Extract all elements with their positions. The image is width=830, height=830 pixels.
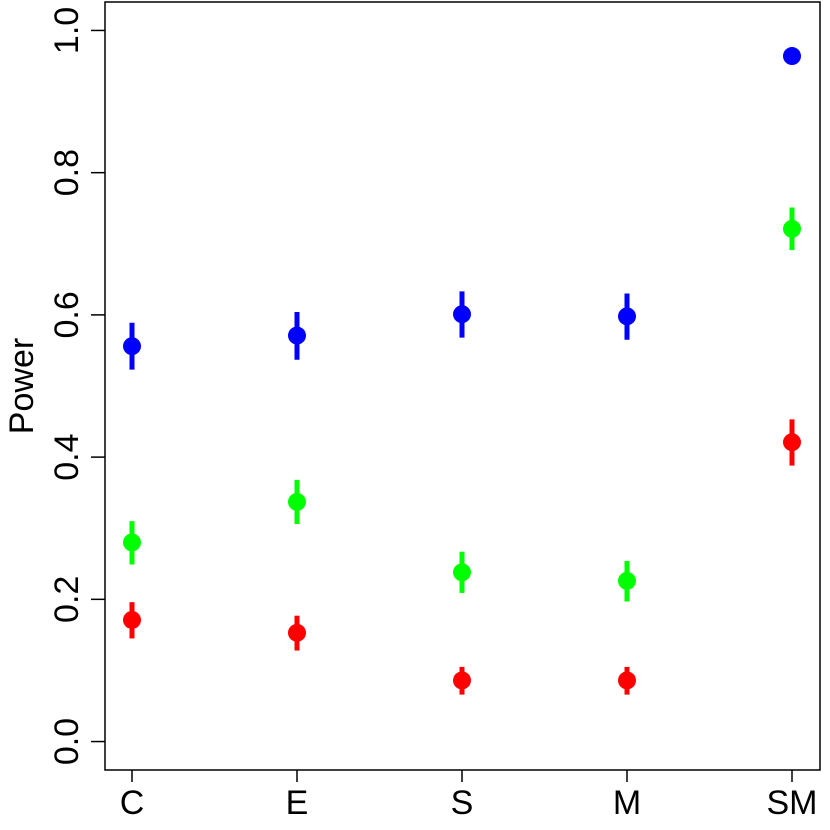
x-tick-label: S — [451, 784, 474, 822]
y-axis: 0.0 0.2 0.4 0.6 0.8 1.0 — [48, 7, 105, 765]
y-tick-label: 0.4 — [48, 433, 86, 480]
plot-frame — [104, 1, 821, 771]
y-axis-label: Power — [3, 338, 41, 434]
data-point — [288, 492, 306, 511]
series-2 — [123, 419, 801, 695]
data-point — [783, 47, 801, 66]
x-tick-label: E — [286, 784, 309, 822]
y-tick-label: 1.0 — [48, 7, 86, 54]
data-point — [288, 326, 306, 345]
x-tick-label: SM — [767, 784, 818, 822]
series-0 — [123, 47, 801, 370]
series-1 — [123, 207, 801, 602]
data-point — [453, 671, 471, 690]
data-point — [783, 219, 801, 238]
y-tick-label: 0.0 — [48, 718, 86, 765]
data-point — [453, 563, 471, 582]
y-tick-label: 0.6 — [48, 291, 86, 338]
data-point — [123, 610, 141, 629]
data-point — [783, 433, 801, 452]
x-tick-label: M — [613, 784, 641, 822]
data-marks — [123, 47, 801, 695]
data-point — [453, 305, 471, 324]
data-point — [288, 623, 306, 642]
data-point — [618, 307, 636, 326]
data-point — [123, 533, 141, 552]
x-tick-label: C — [120, 784, 145, 822]
y-tick-label: 0.8 — [48, 149, 86, 196]
y-tick-label: 0.2 — [48, 576, 86, 623]
data-point — [618, 671, 636, 690]
data-point — [618, 571, 636, 590]
data-point — [123, 337, 141, 356]
